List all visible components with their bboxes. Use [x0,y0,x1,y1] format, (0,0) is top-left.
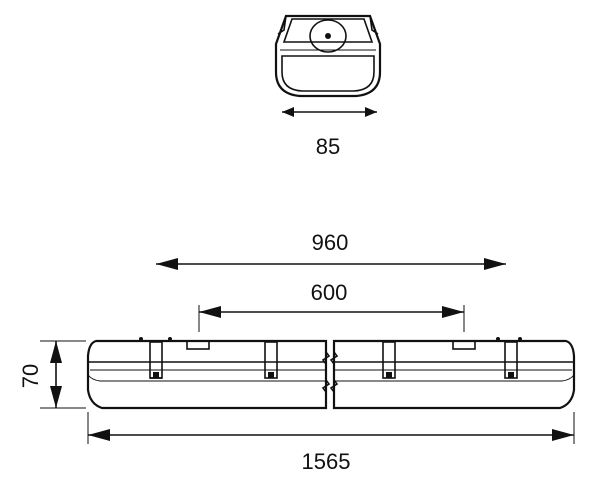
end-view [274,14,382,117]
dimension-inner-clip-label: 600 [311,280,348,305]
side-view [86,337,576,410]
dimension-height-label: 70 [18,364,43,388]
dimension-width-label: 85 [316,134,340,159]
dimension-outer-clip-label: 960 [312,230,349,255]
dimension-total-length-label: 1565 [302,449,351,474]
